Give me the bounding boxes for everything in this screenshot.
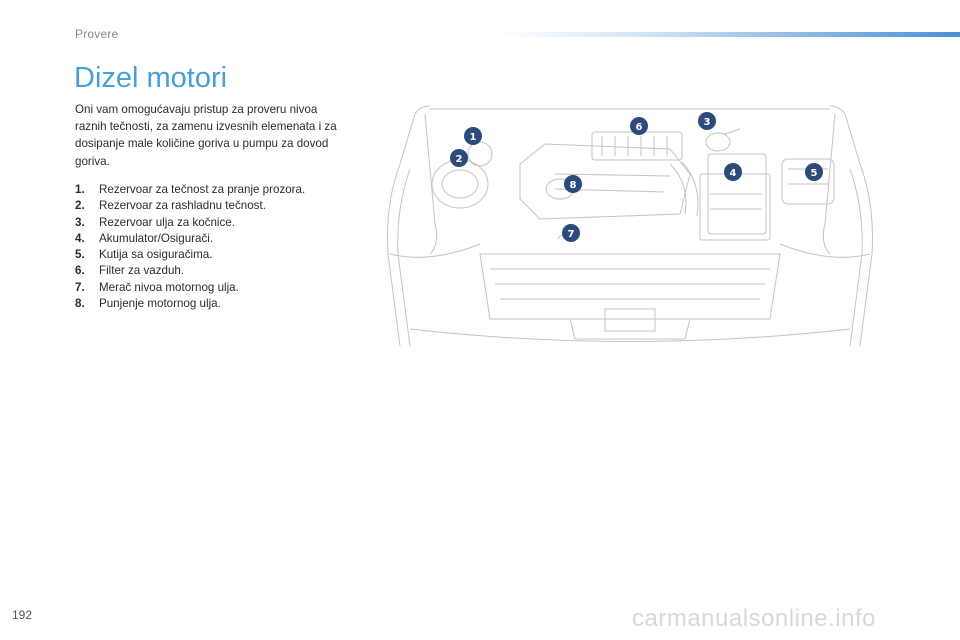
item-number: 7. <box>75 280 85 294</box>
callout-6: 6 <box>630 117 648 135</box>
intro-paragraph: Oni vam omogućavaju pristup za proveru n… <box>75 103 337 168</box>
page-number: 192 <box>12 608 33 622</box>
watermark: carmanualsonline.info <box>632 605 876 632</box>
item-text: Kutija sa osiguračima. <box>99 248 213 262</box>
list-item: 5. Kutija sa osiguračima. <box>75 247 365 263</box>
page-title: Dizel motori <box>74 62 228 94</box>
list-item: 8. Punjenje motornog ulja. <box>75 296 365 312</box>
item-text: Rezervoar za tečnost za pranje prozora. <box>99 183 306 196</box>
item-text: Rezervoar ulja za kočnice. <box>99 215 235 229</box>
callout-2: 2 <box>450 149 468 167</box>
item-number: 8. <box>75 297 85 311</box>
header-accent-bar <box>496 32 960 37</box>
callout-label: 3 <box>704 117 711 128</box>
item-number: 4. <box>75 231 85 245</box>
callout-4: 4 <box>724 163 742 181</box>
item-text: Merač nivoa motornog ulja. <box>99 280 239 294</box>
item-number: 1. <box>75 183 85 196</box>
callout-5: 5 <box>805 163 823 181</box>
component-list: 1. Rezervoar za tečnost za pranje prozora… <box>75 182 365 312</box>
callout-label: 5 <box>811 168 818 179</box>
item-text: Akumulator/Osigurači. <box>99 231 214 245</box>
item-number: 6. <box>75 264 85 278</box>
item-text: Rezervoar za rashladnu tečnost. <box>99 199 266 213</box>
callout-label: 8 <box>570 180 577 191</box>
callout-7: 7 <box>562 224 580 242</box>
callout-label: 6 <box>636 122 643 133</box>
list-item: 2. Rezervoar za rashladnu tečnost. <box>75 198 365 214</box>
list-item: 1. Rezervoar za tečnost za pranje prozora… <box>75 182 365 198</box>
item-text: Filter za vazduh. <box>99 264 185 278</box>
callout-label: 7 <box>568 229 575 240</box>
callout-label: 4 <box>730 168 737 179</box>
section-label: Provere <box>75 27 119 41</box>
engine-bay-illustration: 1 2 3 4 5 6 7 8 <box>387 105 873 346</box>
item-text: Punjenje motornog ulja. <box>99 297 221 311</box>
item-number: 2. <box>75 199 85 213</box>
item-number: 5. <box>75 248 85 262</box>
callout-label: 2 <box>456 154 463 165</box>
list-item: 4. Akumulator/Osigurači. <box>75 231 365 247</box>
list-item: 3. Rezervoar ulja za kočnice. <box>75 215 365 231</box>
list-item: 7. Merač nivoa motornog ulja. <box>75 280 365 296</box>
item-number: 3. <box>75 215 85 229</box>
callout-8: 8 <box>564 175 582 193</box>
callout-3: 3 <box>698 112 716 130</box>
list-item: 6. Filter za vazduh. <box>75 263 365 279</box>
callout-1: 1 <box>464 127 482 145</box>
callout-label: 1 <box>470 132 477 143</box>
